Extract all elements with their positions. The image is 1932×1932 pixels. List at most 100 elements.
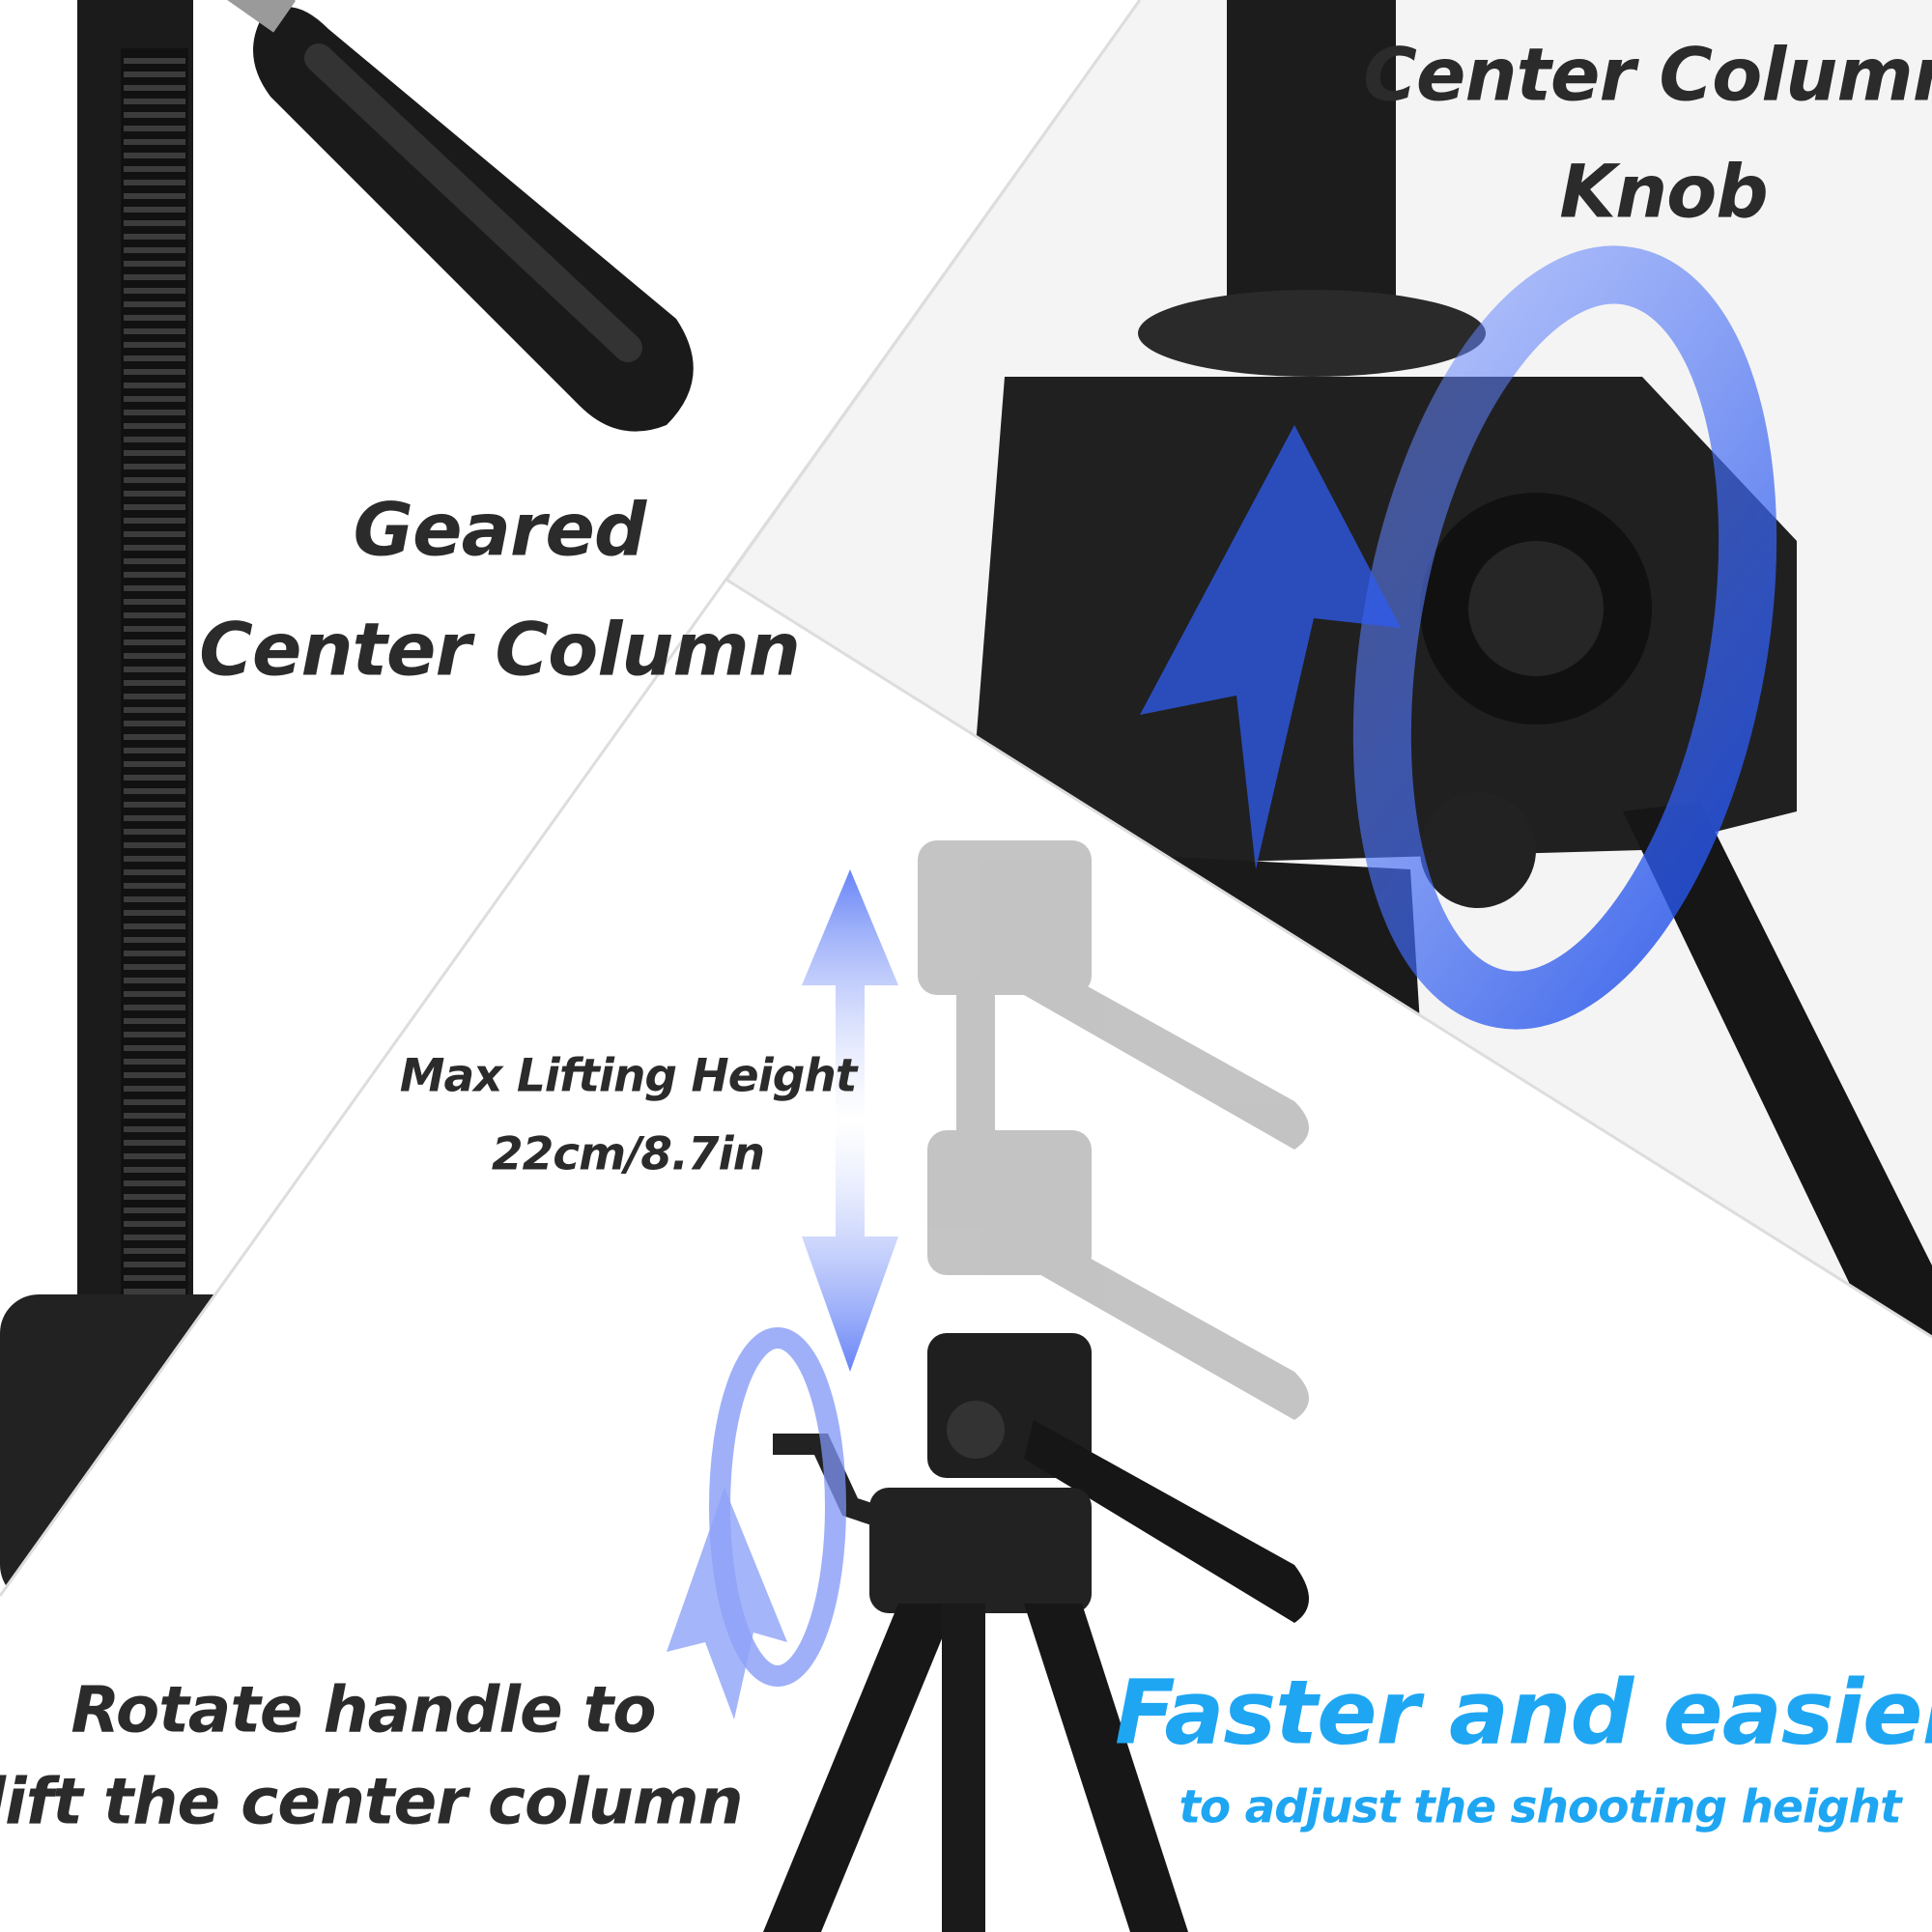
gear-tooth [124, 58, 185, 64]
gear-tooth [124, 288, 185, 294]
gear-tooth [124, 328, 185, 334]
gear-tooth [124, 166, 185, 172]
rotate-label-line1: Rotate handle to [71, 1672, 656, 1747]
gear-tooth [124, 1289, 185, 1294]
gear-tooth [124, 883, 185, 889]
gear-tooth [124, 220, 185, 226]
gear-tooth [124, 937, 185, 943]
gear-tooth [124, 355, 185, 361]
gear-tooth [124, 910, 185, 916]
gear-tooth [124, 274, 185, 280]
gear-tooth [124, 964, 185, 970]
gear-tooth [124, 234, 185, 240]
gear-tooth [124, 991, 185, 997]
gear-tooth [124, 261, 185, 267]
gear-tooth [124, 869, 185, 875]
gear-tooth [124, 1262, 185, 1267]
gear-tooth [124, 1153, 185, 1159]
gear-tooth [124, 1045, 185, 1051]
gear-tooth [124, 396, 185, 402]
gear-tooth [124, 207, 185, 213]
gear-tooth [124, 842, 185, 848]
gear-tooth [124, 1221, 185, 1227]
gear-tooth [124, 788, 185, 794]
gear-tooth [124, 856, 185, 862]
gear-tooth [124, 707, 185, 713]
gear-tooth [124, 612, 185, 618]
gear-tooth [124, 126, 185, 131]
gear-tooth [124, 761, 185, 767]
gear-tooth [124, 599, 185, 605]
headline: Faster and easier [1115, 1661, 1932, 1765]
gear-tooth [124, 1126, 185, 1132]
lift-height-label: Max Lifting Height [399, 1049, 858, 1103]
geared-label-line1: Geared [353, 486, 647, 573]
gear-tooth [124, 315, 185, 321]
subheadline: to adjust the shooting height [1179, 1780, 1901, 1834]
gear-tooth [124, 1086, 185, 1092]
gear-tooth [124, 1235, 185, 1240]
gear-tooth [124, 437, 185, 442]
geared-label-line2: Center Column [199, 606, 801, 693]
gear-tooth [124, 180, 185, 185]
knob-label-line1: Center Column [1363, 31, 1932, 118]
gear-tooth [124, 342, 185, 348]
gear-tooth [124, 978, 185, 983]
gear-tooth [124, 572, 185, 578]
gear-tooth [124, 491, 185, 497]
rotate-label-line2: lift the center column [0, 1764, 744, 1839]
gear-tooth [124, 1059, 185, 1065]
gear-tooth [124, 626, 185, 632]
gear-tooth [124, 301, 185, 307]
gear-tooth [124, 951, 185, 956]
gear-tooth [124, 680, 185, 686]
gear-tooth [124, 477, 185, 483]
gear-tooth [124, 1208, 185, 1213]
gear-tooth [124, 1099, 185, 1105]
gear-tooth [124, 1032, 185, 1037]
gear-tooth [124, 748, 185, 753]
gear-tooth [124, 896, 185, 902]
gear-tooth [124, 85, 185, 91]
gear-tooth [124, 815, 185, 821]
gear-tooth [124, 653, 185, 659]
gear-tooth [124, 923, 185, 929]
gear-tooth [124, 1005, 185, 1010]
gear-tooth [124, 112, 185, 118]
gear-tooth [124, 694, 185, 699]
gear-tooth [124, 139, 185, 145]
gear-tooth [124, 585, 185, 591]
gear-tooth [124, 1194, 185, 1200]
gear-tooth [124, 464, 185, 469]
gear-tooth [124, 1180, 185, 1186]
gear-tooth [124, 667, 185, 672]
gear-tooth [124, 369, 185, 375]
gear-tooth [124, 193, 185, 199]
gear-tooth [124, 450, 185, 456]
gear-tooth [124, 153, 185, 158]
gear-tooth [124, 410, 185, 415]
gear-tooth [124, 423, 185, 429]
gear-tooth [124, 99, 185, 104]
gear-tooth [124, 247, 185, 253]
gear-tooth [124, 545, 185, 551]
gear-tooth [124, 1275, 185, 1281]
gear-tooth [124, 829, 185, 835]
gear-tooth [124, 383, 185, 388]
gear-tooth [124, 1018, 185, 1024]
gear-tooth [124, 1072, 185, 1078]
gear-tooth [124, 734, 185, 740]
gear-tooth [124, 1167, 185, 1173]
gear-tooth [124, 802, 185, 808]
gear-tooth [124, 558, 185, 564]
lift-height-value: 22cm/8.7in [491, 1127, 765, 1181]
gear-tooth [124, 71, 185, 77]
tripod-photo [667, 840, 1309, 1932]
gear-tooth [124, 721, 185, 726]
gear-tooth [124, 1113, 185, 1119]
knob-label-line2: Knob [1559, 148, 1769, 235]
gear-tooth [124, 639, 185, 645]
gear-tooth [124, 775, 185, 781]
